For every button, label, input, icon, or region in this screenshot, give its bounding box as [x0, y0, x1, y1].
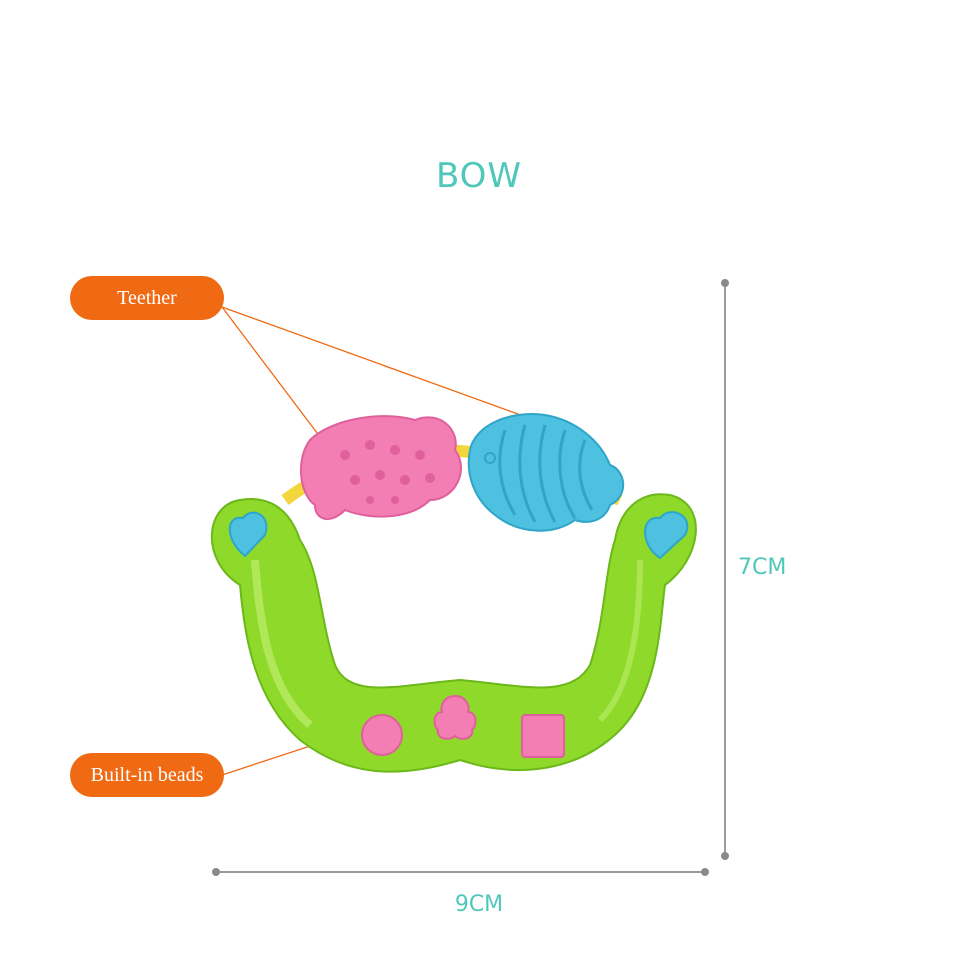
- flower-bead-icon: [433, 694, 477, 740]
- height-label: 7CM: [738, 555, 787, 580]
- built-in-beads-callout: Built-in beads: [70, 753, 224, 797]
- built-in-beads: [361, 694, 565, 758]
- blue-teether: [467, 413, 625, 532]
- height-dimension-line: [721, 279, 729, 860]
- left-heart-icon: [228, 511, 268, 558]
- right-heart-icon: [644, 511, 689, 560]
- rattle-body: [210, 493, 697, 773]
- teether-callout: Teether: [70, 276, 224, 320]
- width-dimension-line: [212, 868, 709, 876]
- width-label: 9CM: [454, 892, 504, 917]
- product-title: BOW: [435, 156, 523, 196]
- square-bead-icon: [521, 714, 565, 758]
- circle-bead-icon: [361, 714, 403, 756]
- pink-teether: [299, 415, 462, 520]
